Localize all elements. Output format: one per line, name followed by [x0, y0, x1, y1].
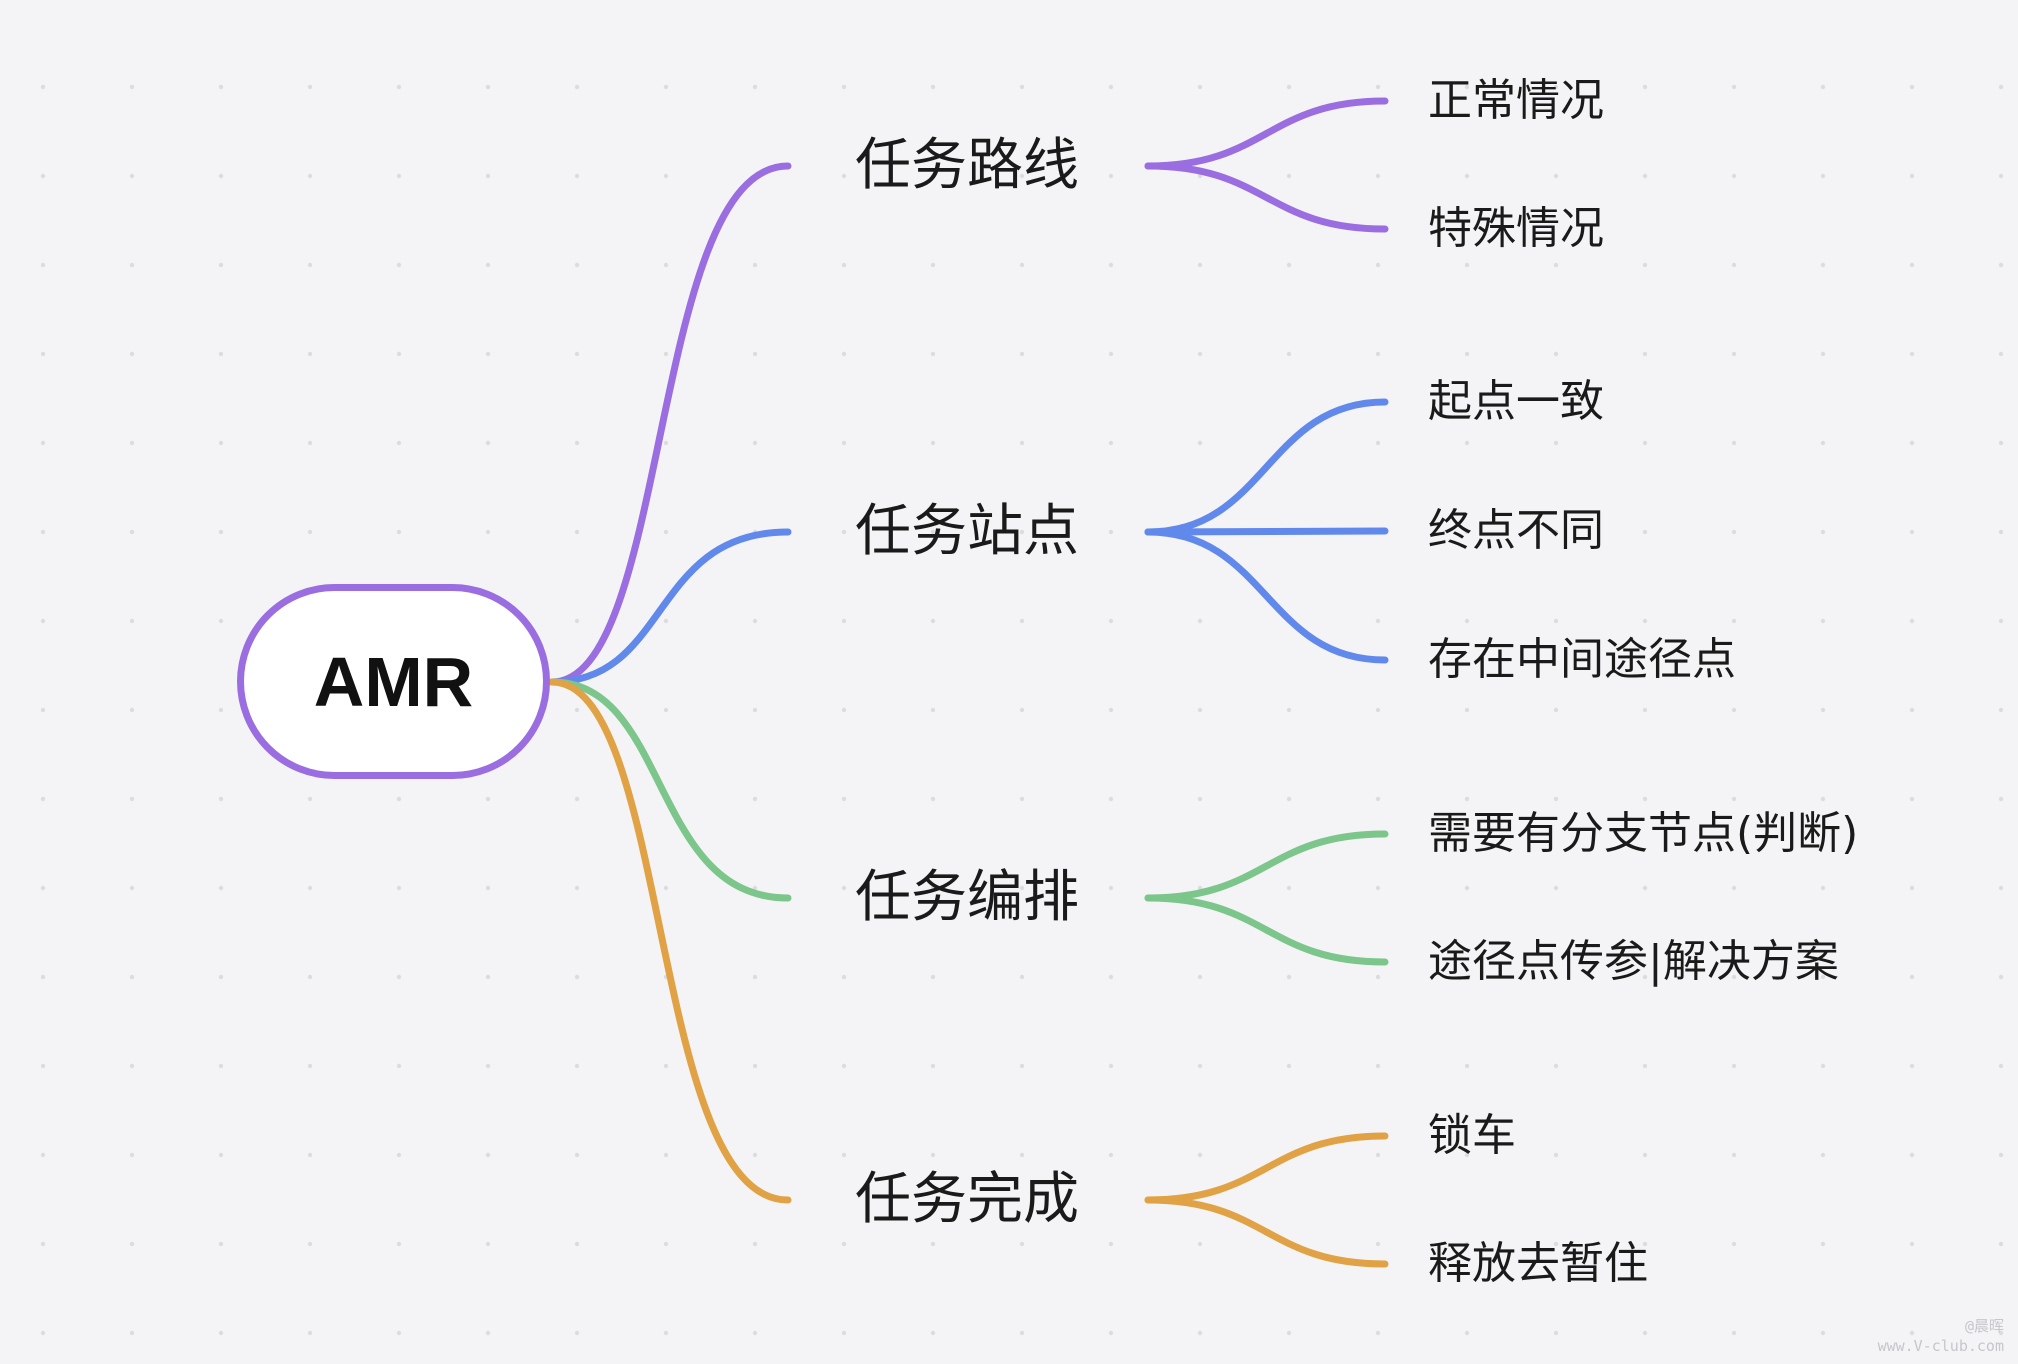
leaf-node-normal-case[interactable]: 正常情况	[1428, 75, 1604, 126]
leaf-node-waypoint-params[interactable]: 途径点传参|解决方案	[1428, 936, 1839, 987]
leaf-node-same-start[interactable]: 起点一致	[1428, 376, 1604, 427]
connector-orchestration-to-leaf-1	[1144, 894, 1389, 966]
watermark-handle: @晨晖	[1964, 1317, 2004, 1335]
leaf-node-branch-judgement[interactable]: 需要有分支节点(判断)	[1428, 808, 1859, 859]
connector-orchestration-to-leaf-0	[1144, 830, 1389, 902]
branch-node-orchestration[interactable]: 任务编排	[855, 865, 1079, 930]
branch-node-route[interactable]: 任务路线	[855, 133, 1079, 198]
branch-node-station[interactable]: 任务站点	[855, 499, 1079, 564]
root-node[interactable]: AMR	[237, 584, 550, 779]
watermark-site: www.V-club.com	[1877, 1337, 2004, 1355]
connector-complete-to-leaf-1	[1144, 1196, 1389, 1268]
connector-route-to-leaf-1	[1144, 162, 1389, 233]
leaf-node-release-park[interactable]: 释放去暂住	[1428, 1238, 1648, 1289]
leaf-node-lock-vehicle[interactable]: 锁车	[1428, 1110, 1516, 1161]
connector-root-to-route	[548, 162, 792, 686]
leaf-node-waypoints[interactable]: 存在中间途径点	[1428, 634, 1736, 685]
connector-root-to-complete	[548, 678, 792, 1204]
connector-station-to-leaf-0	[1144, 398, 1389, 536]
watermark: @晨晖 www.V-club.com	[1878, 1316, 2004, 1356]
connector-route-to-leaf-0	[1144, 97, 1389, 170]
branch-node-complete[interactable]: 任务完成	[855, 1167, 1079, 1232]
leaf-node-different-end[interactable]: 终点不同	[1428, 505, 1604, 556]
leaf-node-special-case[interactable]: 特殊情况	[1428, 203, 1604, 254]
connector-root-to-orchestration	[548, 678, 792, 902]
connector-complete-to-leaf-0	[1144, 1132, 1389, 1204]
connector-station-to-leaf-2	[1144, 528, 1389, 664]
connector-root-to-station	[548, 528, 792, 686]
connector-station-to-leaf-1	[1144, 527, 1389, 536]
